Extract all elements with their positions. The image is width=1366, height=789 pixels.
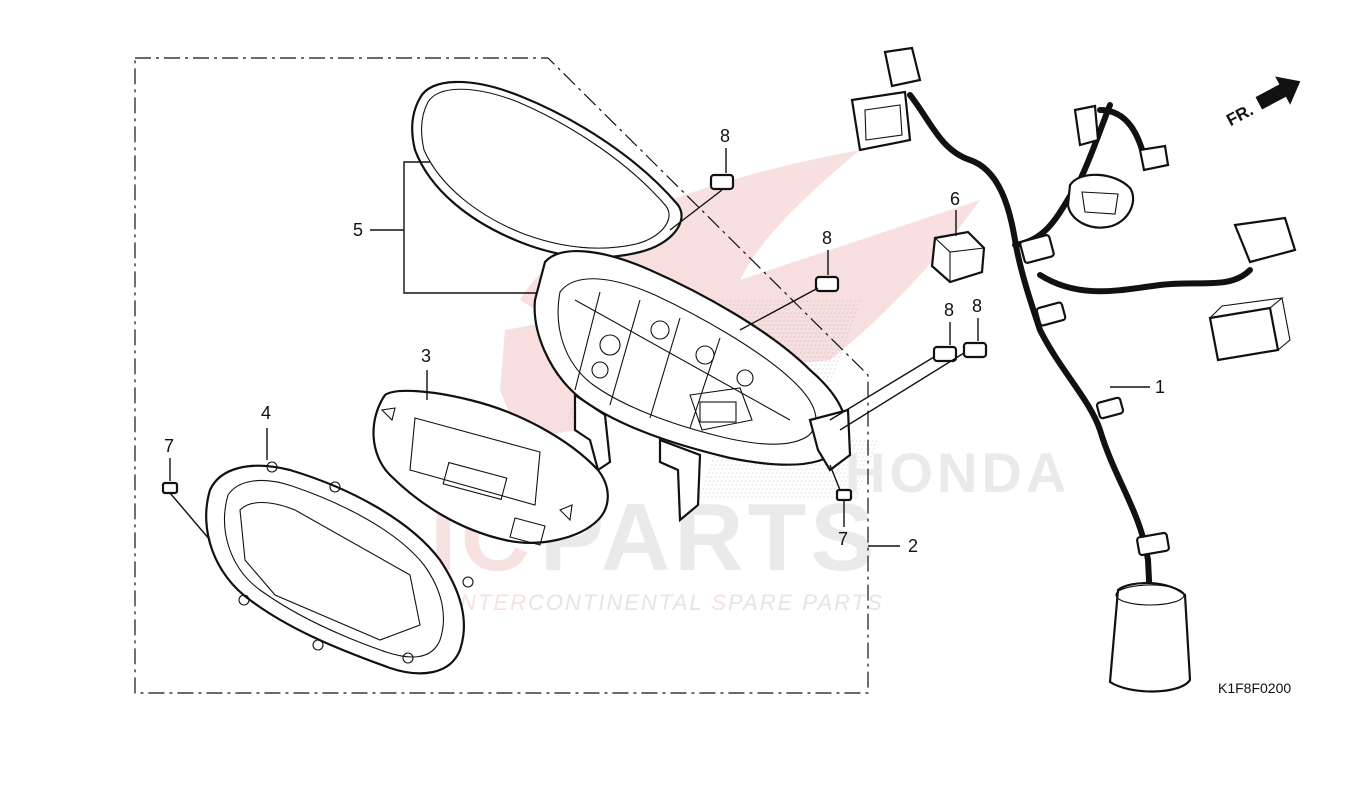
callout-meter-lens: 4	[261, 403, 271, 423]
watermark-tagline: INTERCONTINENTAL SPARE PARTS	[452, 590, 884, 615]
direction-indicator: FR.	[1223, 76, 1301, 130]
gasket-bracket	[370, 161, 545, 294]
callout-bolt-d: 8	[972, 296, 982, 316]
bolt-d-part	[839, 341, 988, 431]
watermark: IC PARTS HONDA INTERCONTINENTAL SPARE PA…	[430, 150, 1070, 615]
switch-part	[930, 230, 986, 284]
callout-bolt-c: 8	[944, 300, 954, 320]
screw-left-part	[161, 481, 211, 541]
callout-screw-left: 7	[164, 436, 174, 456]
meter-lens-part	[205, 461, 474, 675]
direction-label: FR.	[1223, 100, 1256, 130]
bolt-a-part	[669, 173, 735, 231]
callout-switch: 6	[950, 189, 960, 209]
watermark-honda: HONDA	[845, 441, 1070, 504]
direction-arrow-icon	[1255, 76, 1301, 110]
callout-meter-panel: 3	[421, 346, 431, 366]
callout-bolt-a: 8	[720, 126, 730, 146]
bolt-c-part	[829, 345, 958, 421]
callout-harness: 1	[1155, 377, 1165, 397]
bolt-b-part	[739, 275, 840, 331]
gasket-part	[411, 80, 683, 259]
meter-case-part	[533, 250, 852, 523]
callout-gasket: 5	[353, 220, 363, 240]
callout-bolt-b: 8	[822, 228, 832, 248]
wire-harness-part	[850, 46, 1297, 693]
meter-panel-part	[372, 389, 609, 546]
assembly-boundary	[134, 57, 869, 694]
drawing-code: K1F8F0200	[1218, 680, 1291, 696]
callout-screw-right: 7	[838, 529, 848, 549]
callout-meter-case: 2	[908, 536, 918, 556]
